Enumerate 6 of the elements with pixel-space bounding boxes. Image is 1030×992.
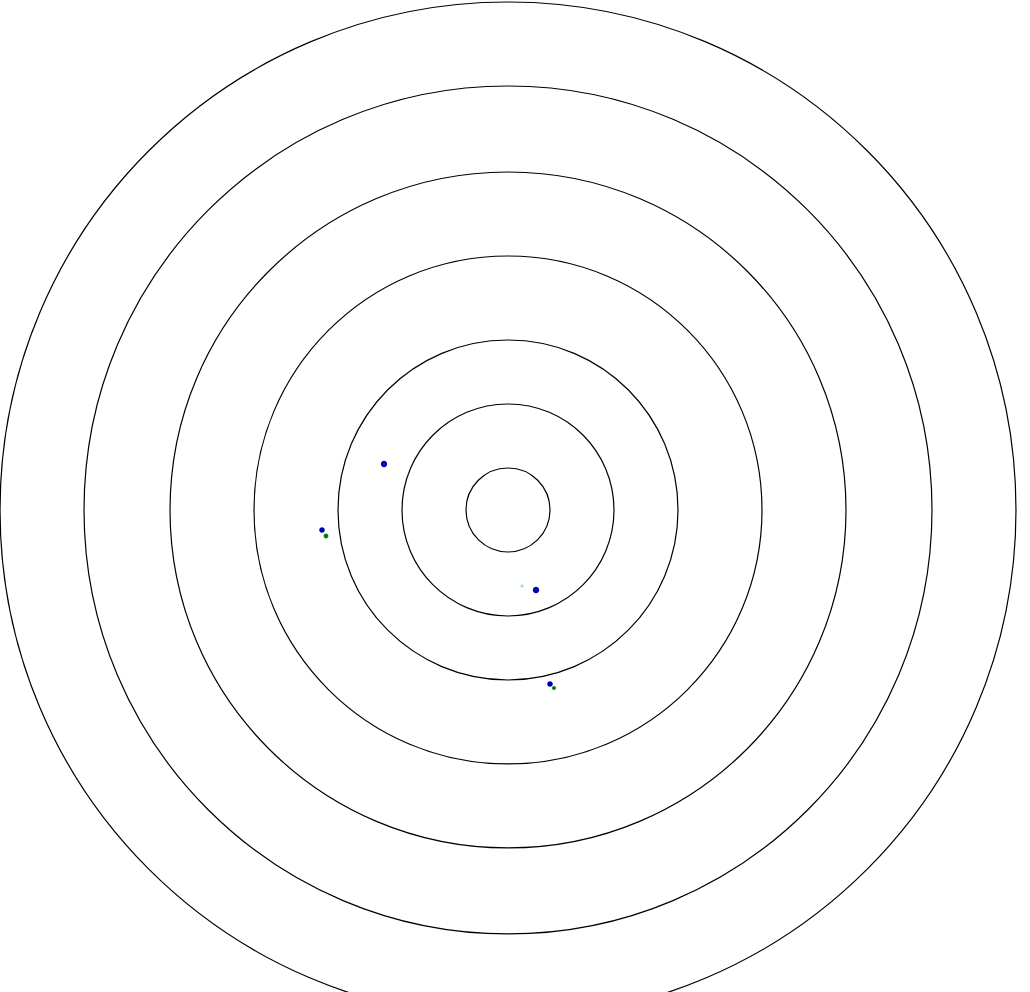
ring bbox=[401, 403, 615, 617]
ring bbox=[337, 339, 679, 681]
ring bbox=[169, 171, 847, 849]
ring bbox=[83, 85, 933, 935]
ring bbox=[465, 467, 551, 553]
ring bbox=[253, 255, 763, 765]
